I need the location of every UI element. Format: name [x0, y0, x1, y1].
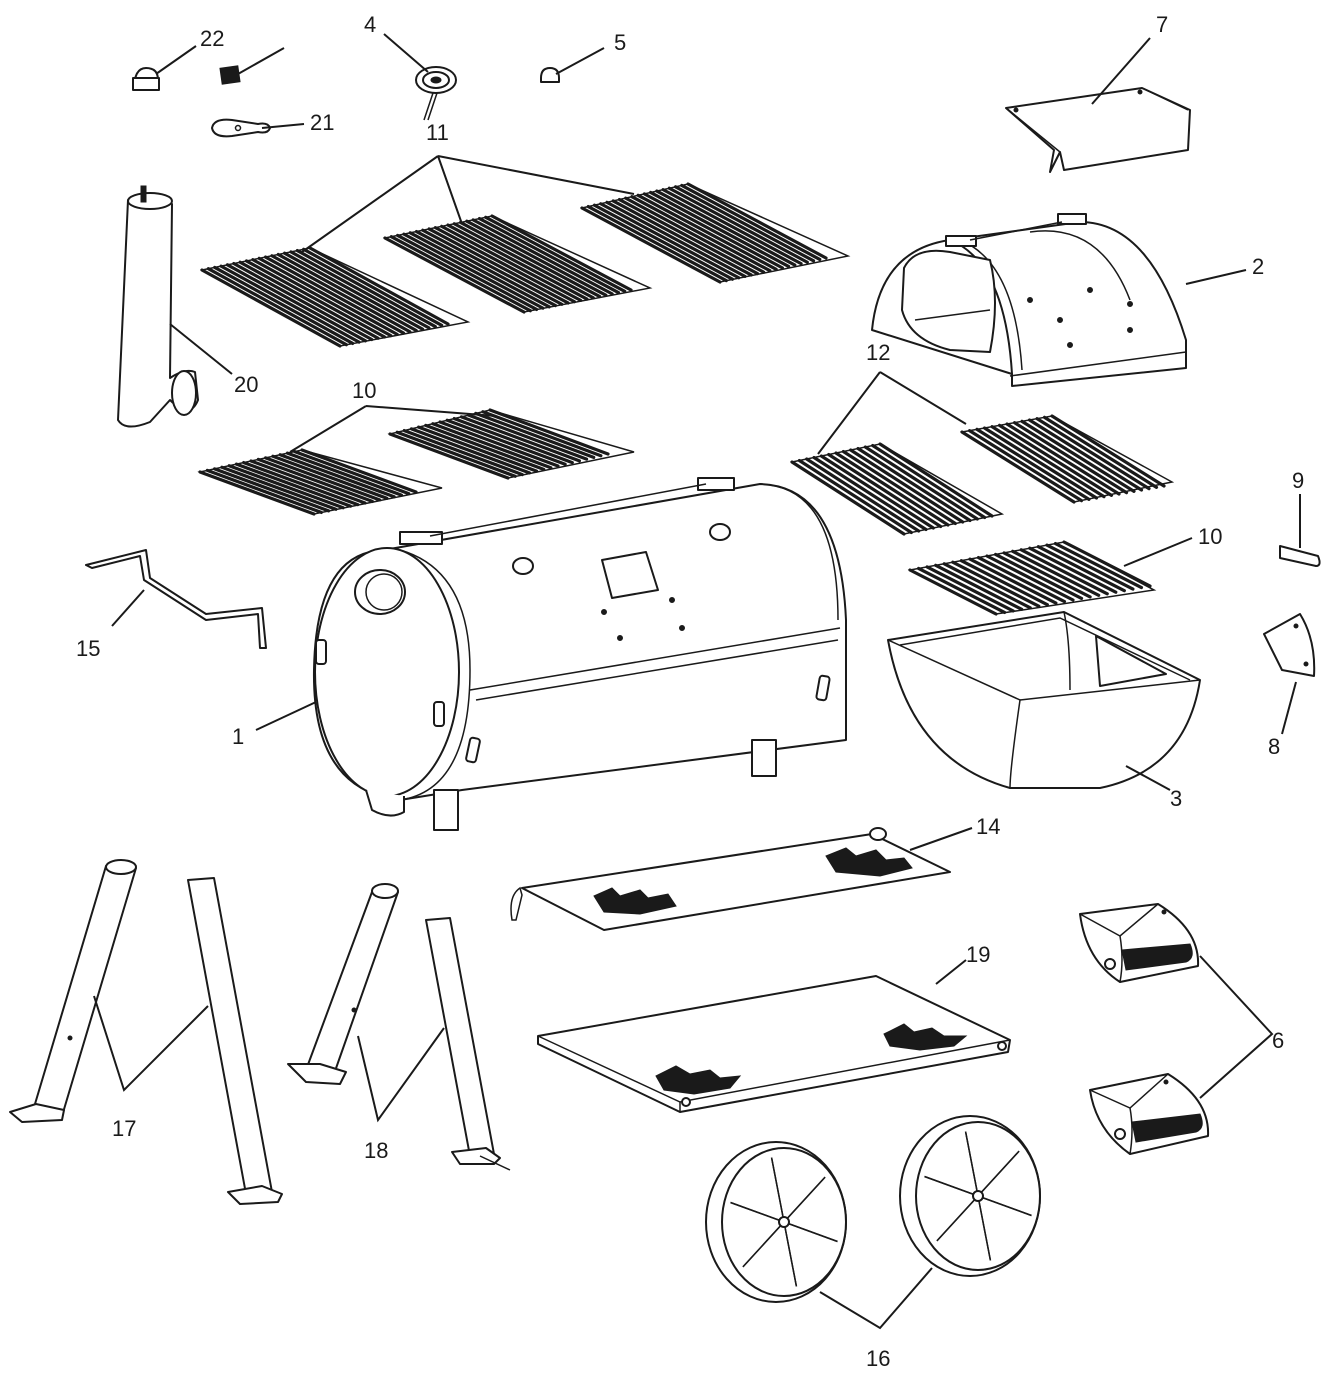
callout-4: 4	[364, 12, 376, 37]
callout-3: 3	[1170, 786, 1182, 811]
callout-21: 22	[200, 26, 224, 51]
callout-17: 18	[364, 1138, 388, 1163]
callout-9: 9	[1292, 468, 1304, 493]
part-11-cooking-grate-right	[579, 182, 851, 284]
callout-8: 8	[1268, 734, 1280, 759]
part-20-grate-lifter	[211, 118, 271, 138]
part-1-cooking-chamber	[312, 477, 847, 831]
part-12-firebox-grate-b	[959, 414, 1175, 504]
part-17-leg-assembly	[287, 883, 511, 1171]
part-2-firebox-lid	[871, 213, 1187, 387]
part-7-firebox-shelf	[1005, 87, 1191, 173]
leader-lines	[93, 33, 1301, 1330]
part-18-bottom-shelf	[537, 975, 1011, 1113]
callout-14: 15	[76, 636, 100, 661]
part-11-cooking-grate-middle	[382, 214, 653, 314]
callout-15: 16	[866, 1346, 890, 1371]
part-19-chimney	[117, 185, 199, 428]
callout-10-right: 10	[1198, 524, 1222, 549]
callout-labels: 22 4 5 7 21 11 2 20 12 10 9 10 15 8 1 3 …	[76, 12, 1304, 1371]
part-10-grate-firebox	[907, 540, 1157, 616]
callout-1: 1	[232, 724, 244, 749]
callout-20: 21	[310, 110, 334, 135]
callout-2: 2	[1252, 254, 1264, 279]
callout-18: 19	[966, 942, 990, 967]
part-12-firebox-grate-a	[790, 442, 1005, 536]
callout-16: 17	[112, 1116, 136, 1141]
callout-13: 14	[976, 814, 1000, 839]
callout-5: 5	[614, 30, 626, 55]
part-22-square-nut	[219, 65, 241, 85]
part-15-wheel-right	[899, 1115, 1041, 1277]
part-14-handle	[85, 549, 267, 649]
callout-11: 11	[426, 120, 449, 145]
callout-12: 12	[866, 340, 890, 365]
part-11-cooking-grate-left	[199, 246, 471, 348]
part-13-warming-rack	[510, 827, 951, 931]
callout-10-left: 10	[352, 378, 376, 403]
callout-6: 6	[1272, 1028, 1284, 1053]
callout-19: 20	[234, 372, 258, 397]
part-15-wheel-left	[705, 1141, 847, 1303]
callout-7: 7	[1156, 12, 1168, 37]
part-10-grate-left-a	[197, 448, 443, 516]
part-5-knob	[540, 67, 560, 83]
part-6-wheel-bracket-upper	[1079, 903, 1200, 983]
part-4-thermometer	[415, 66, 457, 121]
part-9-bracket	[1279, 545, 1321, 567]
part-16-leg-assembly	[9, 859, 283, 1205]
part-10-grate-left-b	[387, 408, 635, 480]
part-21-cap-nut	[132, 67, 160, 91]
part-6-wheel-bracket-lower	[1089, 1073, 1210, 1155]
part-8-damper	[1263, 613, 1316, 677]
part-3-firebox	[887, 611, 1201, 789]
